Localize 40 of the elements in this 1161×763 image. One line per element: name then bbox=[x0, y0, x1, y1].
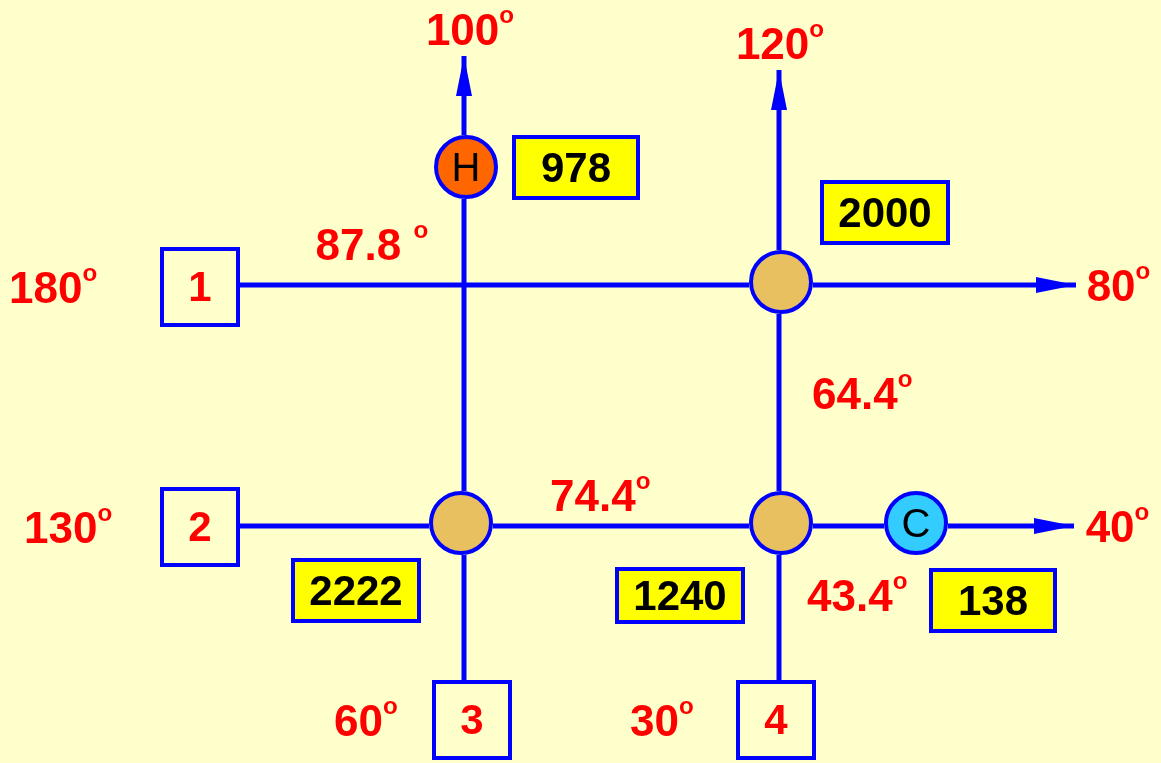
stream-line bbox=[240, 282, 749, 288]
stream-line bbox=[813, 523, 884, 529]
stream-line bbox=[461, 199, 467, 491]
stream-number: 4 bbox=[764, 696, 788, 744]
temperature-value: 80$^{o}$ bbox=[1086, 261, 1151, 311]
temperature-value: 40$^{o}$ bbox=[1085, 502, 1150, 552]
stream-line bbox=[776, 555, 782, 680]
duty-box bbox=[291, 558, 421, 623]
inlet-temperature: 130$^{o}$ bbox=[24, 503, 113, 553]
exchanger-circle bbox=[749, 491, 813, 555]
stream-line bbox=[493, 523, 749, 529]
duty-value: 2000 bbox=[838, 188, 932, 237]
duty-box bbox=[820, 180, 950, 245]
duty-box bbox=[512, 135, 640, 200]
stream-line bbox=[240, 523, 429, 529]
inlet-temperature: 60$^{o}$ bbox=[334, 696, 398, 746]
utility-letter: H bbox=[451, 144, 481, 190]
duty-box bbox=[929, 568, 1057, 633]
inlet-temperature: 180$^{o}$ bbox=[9, 263, 98, 313]
inlet-temperature: 30$^{o}$ bbox=[630, 696, 694, 746]
stream-number: 1 bbox=[188, 263, 212, 311]
stream-number: 2 bbox=[188, 503, 212, 551]
exchanger-circle bbox=[429, 491, 493, 555]
stream-arrow bbox=[771, 70, 787, 250]
stream-line bbox=[461, 555, 467, 680]
temperature-value: 100$^{o}$ bbox=[425, 5, 515, 55]
temperature-value: 120$^{o}$ bbox=[735, 19, 825, 69]
stream-arrow bbox=[813, 277, 1076, 293]
utility-circle bbox=[884, 491, 948, 555]
utility-circle bbox=[434, 135, 498, 199]
duty-value: 1240 bbox=[633, 571, 727, 620]
stream-line bbox=[776, 314, 782, 491]
stream-arrow bbox=[948, 518, 1074, 534]
duty-box bbox=[615, 567, 745, 624]
duty-value: 138 bbox=[957, 576, 1029, 625]
stream-number: 3 bbox=[460, 696, 484, 744]
duty-value: 2222 bbox=[309, 566, 403, 615]
utility-letter: C bbox=[901, 500, 931, 546]
duty-value: 978 bbox=[540, 143, 612, 192]
stream-arrow bbox=[456, 56, 472, 135]
